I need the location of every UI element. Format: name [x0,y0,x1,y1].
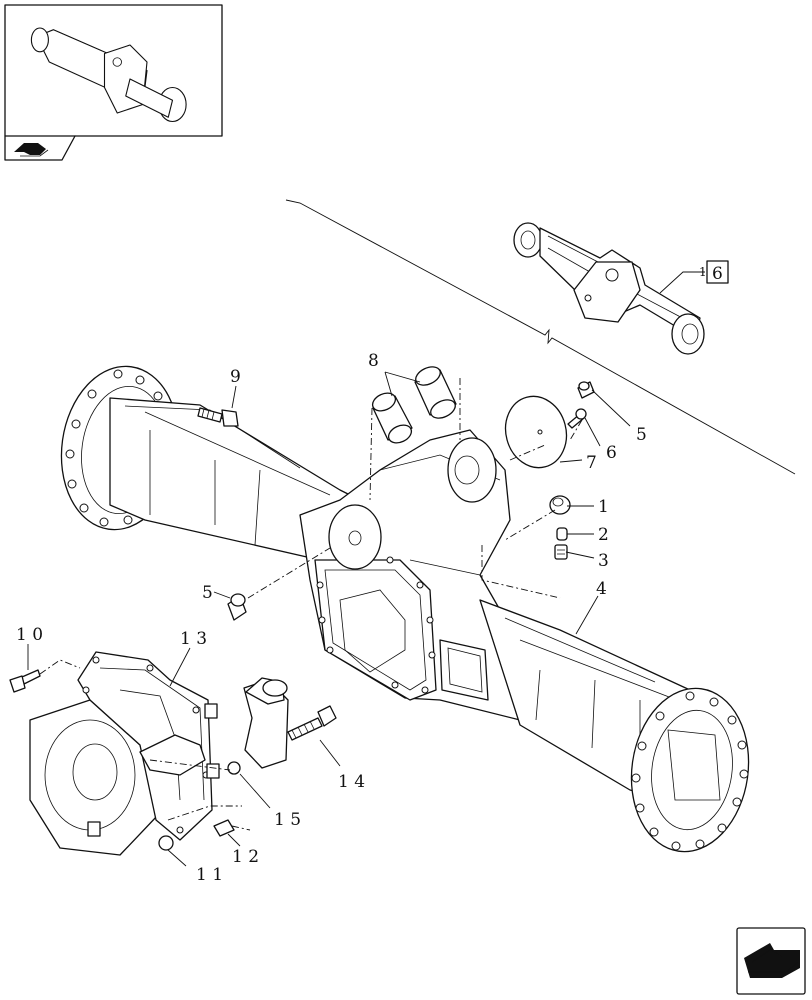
plug [549,495,571,515]
bolt [197,407,239,427]
axle-housing [60,365,750,853]
section-break-line [285,199,796,475]
callout-12: 1 2 [232,847,259,867]
callout-9: 9 [230,367,241,387]
callout-2: 2 [598,525,609,545]
callout-14: 1 4 [338,772,365,792]
washer [556,527,568,541]
breather-fitting [554,544,568,560]
callout-5-upper: 5 [636,425,647,445]
callout-8: 8 [368,351,379,371]
grease-fitting-upper [577,381,595,399]
thumbnail-panel[interactable] [4,4,223,161]
navigation-arrow-icon[interactable] [14,143,49,157]
screw [567,408,587,429]
mounting-bolt [9,669,41,693]
reference-prefix: 1 [699,265,707,279]
bushing-pair [371,366,457,444]
cap-bolt [287,705,337,741]
callout-4: 4 [596,579,607,599]
callout-13: 1 3 [180,629,207,649]
grease-fitting-lower [227,593,247,621]
drain-plug [158,835,174,851]
callout-6: 6 [606,443,617,463]
callout-7: 7 [586,453,597,473]
thumbnail-axle-image [30,27,187,123]
reference-number: 6 [712,264,723,284]
callout-3: 3 [598,551,609,571]
reference-axle-image [513,222,705,355]
mounting-bracket [29,651,220,856]
callout-11: 1 1 [196,865,223,885]
center-plate-bolt-holes [316,556,436,694]
next-page-button[interactable] [736,927,806,995]
arrow-navigation-icon [744,943,800,978]
bearing-cap [243,677,289,769]
cover-plate [504,395,568,469]
callout-10: 1 0 [16,625,43,645]
callout-5-lower: 5 [202,583,213,603]
dowel-pin [227,761,241,775]
right-flange-bolt-holes [631,691,749,851]
reference-box[interactable]: 1 6 [699,260,729,284]
roll-pin [213,819,235,837]
callout-1: 1 [598,497,609,517]
callout-15: 1 5 [274,810,301,830]
